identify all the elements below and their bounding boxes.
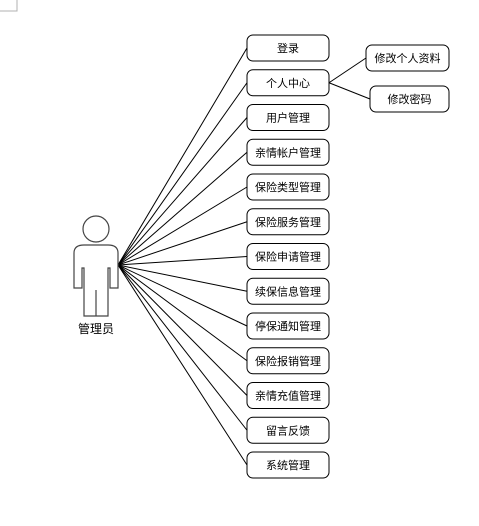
- function-node-box: [246, 208, 330, 236]
- function-node: 保险服务管理: [246, 208, 330, 236]
- function-nodes: 登录个人中心用户管理亲情帐户管理保险类型管理保险服务管理保险申请管理续保信息管理…: [246, 34, 330, 479]
- sub-function-node-box: [365, 44, 450, 72]
- function-node-box: [246, 347, 330, 375]
- function-node-label: 保险报销管理: [255, 354, 321, 368]
- page-corner-mark: [0, 0, 18, 12]
- function-node-label: 续保信息管理: [255, 284, 321, 298]
- function-node-box: [246, 416, 330, 444]
- actor-label: 管理员: [78, 321, 114, 336]
- connector-lines: [117, 47, 371, 466]
- actor-function-link: [117, 221, 248, 266]
- sub-function-node-box: [369, 85, 450, 113]
- actor-function-link: [117, 264, 248, 362]
- actor-function-link: [117, 256, 248, 266]
- function-node-label: 用户管理: [266, 111, 310, 125]
- sub-function-node-label: 修改密码: [388, 92, 432, 106]
- actor-function-link: [117, 151, 248, 266]
- actor-function-link: [117, 264, 248, 431]
- function-node-box: [246, 138, 330, 166]
- function-node-label: 登录: [277, 41, 299, 55]
- function-node-box: [246, 243, 330, 270]
- function-node-box: [246, 277, 330, 305]
- function-subfunction-link: [328, 82, 371, 100]
- function-node: 个人中心: [246, 69, 330, 97]
- actor-figure: 管理员: [73, 215, 119, 336]
- function-subfunction-link: [328, 57, 367, 84]
- actor-function-link: [117, 264, 248, 327]
- function-node-label: 亲情帐户管理: [255, 145, 321, 159]
- actor-function-link: [117, 264, 248, 466]
- function-node: 系统管理: [246, 451, 330, 479]
- actor-function-link: [117, 264, 248, 292]
- sub-function-node: 修改密码: [369, 85, 450, 113]
- actor-head: [82, 215, 110, 243]
- function-node: 用户管理: [246, 104, 330, 131]
- function-node-box: [246, 104, 330, 131]
- actor-function-link: [117, 186, 248, 266]
- function-node-label: 保险服务管理: [255, 215, 321, 229]
- function-node-box: [246, 69, 330, 97]
- function-node: 亲情帐户管理: [246, 138, 330, 166]
- function-node-label: 保险申请管理: [255, 250, 321, 264]
- function-node-box: [246, 312, 330, 340]
- function-node: 保险申请管理: [246, 243, 330, 270]
- function-node-box: [246, 34, 330, 62]
- function-node-box: [246, 382, 330, 409]
- function-node-label: 保险类型管理: [255, 180, 321, 194]
- function-node-label: 留言反馈: [266, 424, 310, 437]
- sub-function-node-label: 修改个人资料: [375, 51, 441, 65]
- function-node-box: [246, 173, 330, 201]
- function-node: 登录: [246, 34, 330, 62]
- actor-function-link: [117, 47, 248, 266]
- function-node: 保险报销管理: [246, 347, 330, 375]
- function-node: 保险类型管理: [246, 173, 330, 201]
- actor-body: [73, 244, 119, 317]
- function-node-label: 亲情充值管理: [255, 389, 321, 403]
- function-node-label: 系统管理: [266, 458, 310, 472]
- function-node-label: 停保通知管理: [255, 319, 321, 333]
- actor-function-link: [117, 264, 248, 396]
- actor-function-link: [117, 117, 248, 266]
- function-node-box: [246, 451, 330, 479]
- sub-function-node: 修改个人资料: [365, 44, 450, 72]
- function-node: 停保通知管理: [246, 312, 330, 340]
- actor-function-link: [117, 82, 248, 266]
- function-node: 续保信息管理: [246, 277, 330, 305]
- function-node-label: 个人中心: [266, 77, 310, 90]
- function-node: 亲情充值管理: [246, 382, 330, 409]
- function-node: 留言反馈: [246, 416, 330, 444]
